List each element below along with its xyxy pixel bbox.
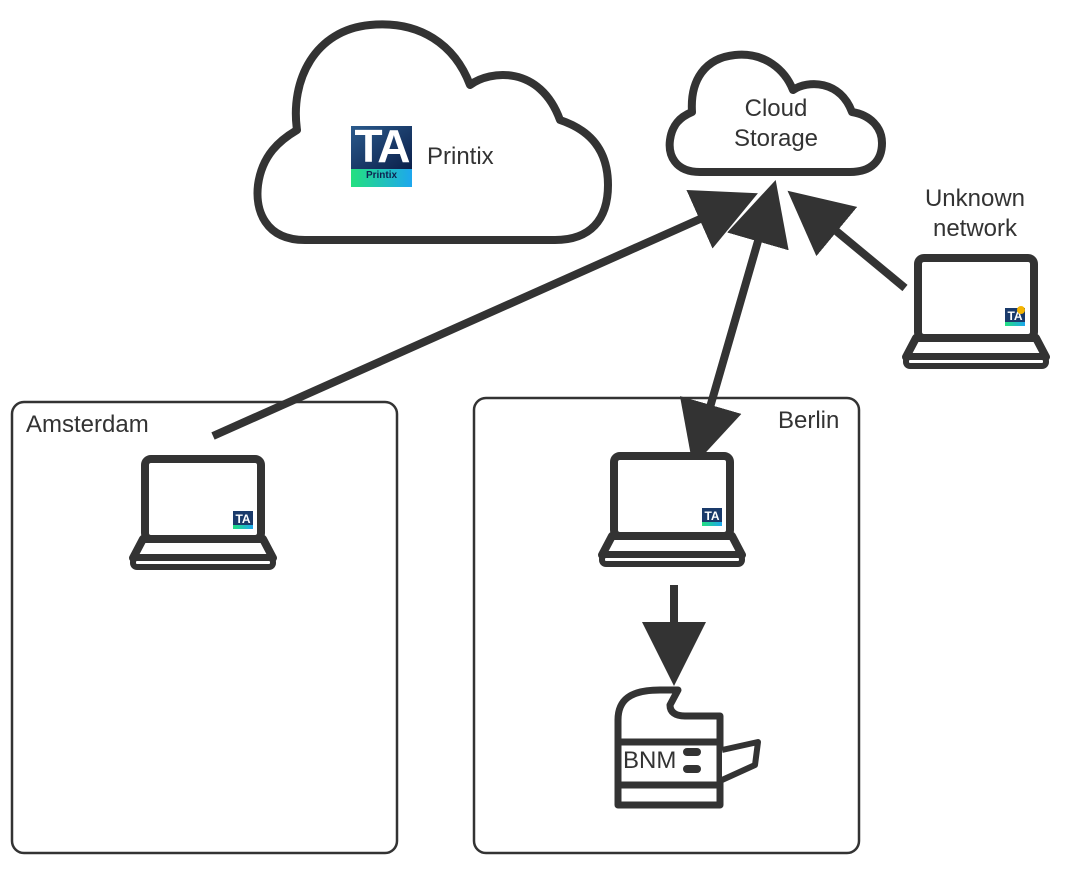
printix-logo [351,126,412,187]
amsterdam-site-box [10,400,399,855]
printix-label: Printix [427,143,494,170]
arrow-berlin-storage-bidirectional [679,179,789,467]
svg-text:TA: TA [704,509,719,523]
printix-logo-text: TA [354,120,411,172]
printix-cloud [253,20,612,244]
berlin-site-box [472,396,861,855]
unknown-network-label-line1: Unknown [924,185,1026,212]
cloud-storage-label-line1: Cloud [744,95,808,122]
printix-logo-subtext: Printix [365,170,398,181]
printer-icon [614,686,761,809]
laptop-unknown-network: TA [902,254,1050,369]
site-label-berlin: Berlin [778,407,840,434]
laptop-amsterdam: TA [129,455,277,570]
arrow-unknown-to-storage [787,190,908,292]
ta-badge-warning-icon: TA [1005,306,1025,326]
laptop-berlin: TA [598,452,746,567]
svg-text:TA: TA [235,512,250,526]
ta-badge-icon: TA [702,508,722,526]
cloud-storage [665,50,886,176]
cloud-storage-label-line2: Storage [733,125,819,152]
arrow-amsterdam-to-storage [211,190,758,440]
printer-label: BNM [623,747,677,774]
unknown-network-label-line2: network [932,215,1018,242]
site-label-amsterdam: Amsterdam [26,411,149,438]
ta-badge-icon: TA [233,511,253,529]
